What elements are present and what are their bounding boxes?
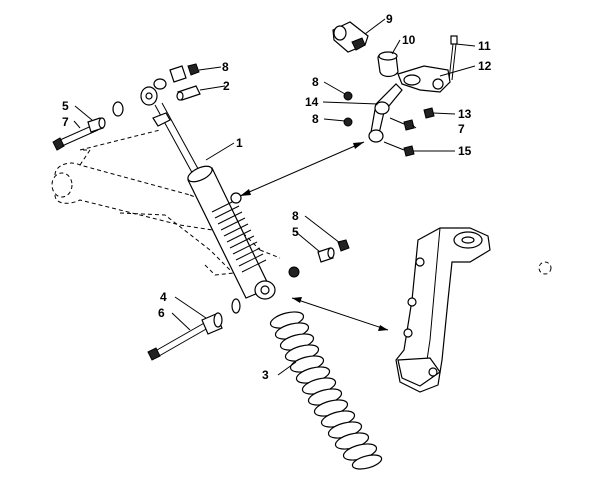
callout-9: 9 [386,12,393,26]
sway-link-assembly [332,21,458,157]
callout-2: 2 [223,79,230,93]
callout-10: 10 [402,33,416,47]
leader-lines [73,18,476,376]
callout-14: 14 [305,95,319,109]
shock-absorber [140,78,276,300]
callout-11: 11 [478,39,491,53]
lower-hardware [147,239,350,361]
callout-8-link-upper: 8 [312,75,319,89]
callout-12: 12 [478,59,492,73]
callout-13: 13 [458,107,472,121]
callout-6: 6 [158,306,165,320]
callout-1: 1 [236,136,243,150]
coil-spring [269,311,383,470]
callout-4: 4 [160,290,167,304]
callout-labels: 1 2 3 4 5 5 6 7 7 8 8 8 8 9 10 11 12 13 … [62,12,492,382]
callout-5-lower: 5 [292,225,299,239]
callout-8-lower: 8 [292,209,299,223]
shock-body-threads [211,199,267,273]
arrows [239,141,389,331]
callout-8-link-lower: 8 [312,112,319,126]
callout-15: 15 [458,144,472,158]
upper-left-hardware [52,63,201,151]
callout-5-upper: 5 [62,99,69,113]
callout-7-left: 7 [62,115,69,129]
callout-8-top-left: 8 [222,60,229,74]
callout-3: 3 [262,368,269,382]
spindle [395,227,491,393]
callout-7-right: 7 [458,122,465,136]
